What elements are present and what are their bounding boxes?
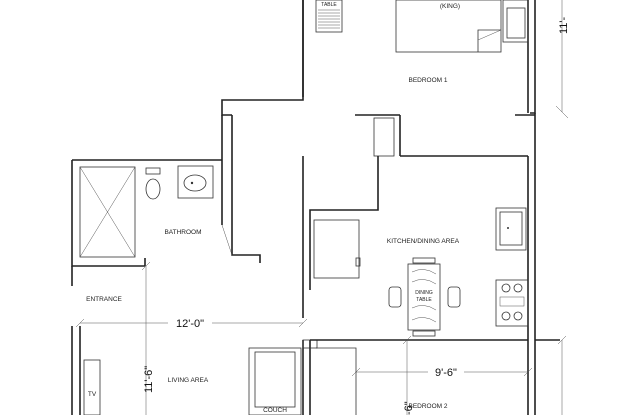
dining-table-label-2: TABLE [416, 297, 432, 303]
bedroom-1-label: BEDROOM 1 [408, 77, 447, 84]
nightstand-hatch [318, 9, 340, 29]
dimension-top-right-label: 11'- [558, 16, 570, 34]
couch: COUCH [248, 347, 302, 415]
toilet [145, 167, 161, 200]
stove [495, 279, 529, 327]
kitchen-dining: KITCHEN/DINING AREA DINING TABLE [302, 113, 536, 340]
tv-label: TV [88, 391, 97, 398]
entrance-living: ENTRANCE TV LIVING AREA COUCH [71, 266, 318, 415]
dimension-bedroom2-height: -6" [402, 335, 415, 415]
bed-size-label: (KING) [440, 3, 460, 10]
tv-stand [83, 359, 101, 415]
bathroom-sink [177, 165, 214, 199]
nightstand-label: TABLE [321, 2, 337, 8]
bathroom-label: BATHROOM [164, 229, 201, 236]
bathroom: BATHROOM [71, 115, 261, 267]
bedroom-1: (KING) TABLE BEDROOM 1 [221, 0, 536, 157]
nightstand-left [315, 0, 343, 33]
living-area-label: LIVING AREA [168, 377, 209, 384]
kitchen-sink [495, 207, 527, 251]
bedroom2-height-label: -6" [403, 401, 415, 415]
dining-table-label-1: DINING [415, 290, 433, 296]
dimension-top-right: 11'- [555, 0, 570, 119]
living-height-label: 11'-6" [143, 366, 155, 393]
dimension-living-width: 12'-0" [75, 316, 308, 330]
refrigerator [313, 219, 360, 279]
couch-label: COUCH [263, 407, 287, 414]
kitchen-label: KITCHEN/DINING AREA [387, 238, 460, 245]
dining-table: DINING TABLE [388, 257, 461, 337]
dimension-living-height: 11'-6" [141, 261, 155, 415]
bedroom-2: BEDROOM 2 [310, 339, 560, 415]
shower [79, 166, 136, 258]
bedroom-2-label: BEDROOM 2 [408, 403, 447, 410]
entrance-label: ENTRANCE [86, 296, 122, 303]
living-width-label: 12'-0" [176, 318, 204, 330]
king-bed [395, 0, 502, 53]
dimension-bedroom2-width: 9'-6" [351, 365, 533, 379]
bedroom2-width-label: 9'-6" [435, 367, 457, 379]
nightstand-right [502, 0, 529, 43]
